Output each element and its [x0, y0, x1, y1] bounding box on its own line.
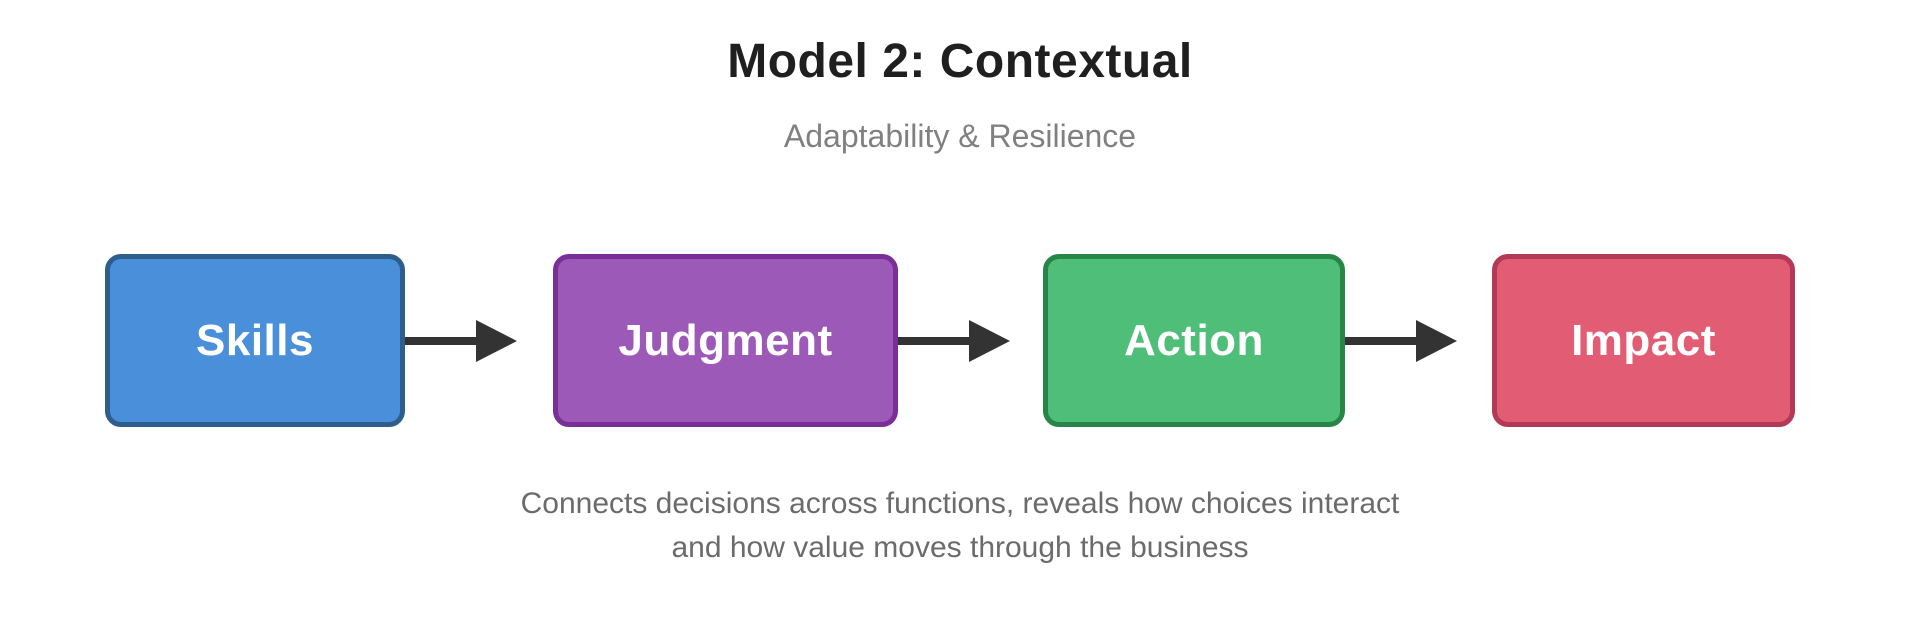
caption-line-1: Connects decisions across functions, rev… [520, 487, 1400, 520]
arrow-action-to-impact-icon [1345, 320, 1457, 362]
page-title: Model 2: Contextual [727, 35, 1193, 88]
flow-node-judgment-label: Judgment [618, 315, 833, 365]
flow-node-impact-label: Impact [1571, 315, 1716, 365]
flow-node-judgment: Judgment [553, 254, 898, 427]
arrow-judgment-to-action-icon [898, 320, 1010, 362]
arrow-head [1416, 320, 1457, 362]
flow-node-skills-label: Skills [196, 315, 314, 365]
flow-node-action-label: Action [1124, 315, 1264, 365]
page-subtitle: Adaptability & Resilience [783, 118, 1137, 154]
arrow-skills-to-judgment-icon [405, 320, 517, 362]
flow-node-impact: Impact [1492, 254, 1795, 427]
flow-node-skills: Skills [105, 254, 405, 427]
flow-node-action: Action [1043, 254, 1345, 427]
caption: Connects decisions across functions, rev… [0, 482, 1920, 570]
arrow-head [476, 320, 517, 362]
caption-line-2: and how value moves through the business [671, 531, 1249, 564]
arrow-head [969, 320, 1010, 362]
